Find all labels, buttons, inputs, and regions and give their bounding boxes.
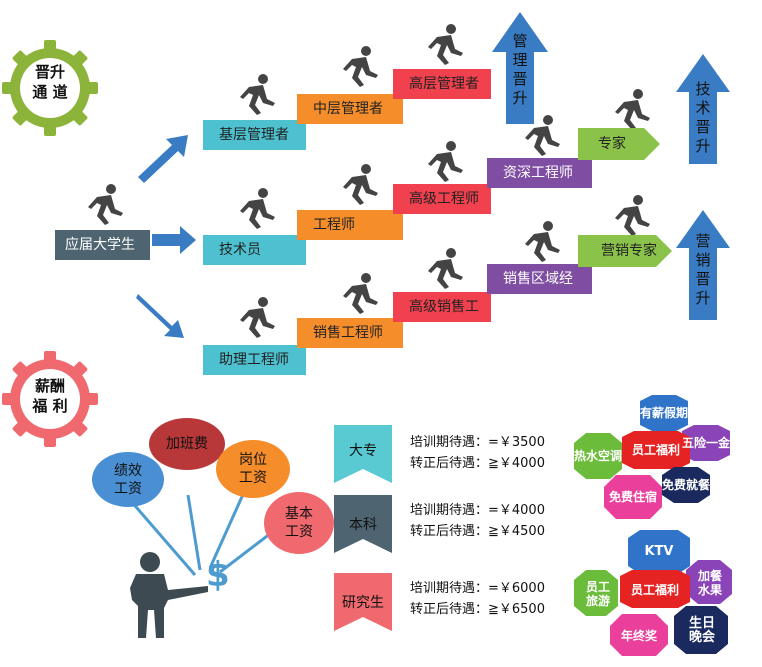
step-senior-sales: 高级销售工 <box>393 292 491 322</box>
step-expert: 专家 <box>598 136 626 152</box>
tech-promotion-label: 技 术 晋 升 <box>692 80 714 156</box>
salary-regular: 转正后待遇：≧￥4000 <box>410 456 545 471</box>
step-middle-manager: 中层管理者 <box>297 94 403 124</box>
sales-arrow-char: 升 <box>695 289 711 307</box>
salary-bachelor: 培训期待遇：=￥4000 转正后待遇：≧￥4500 <box>410 500 545 542</box>
runner-icon <box>615 195 650 236</box>
welfare-free-housing: 免费住宿 <box>608 490 657 504</box>
promotion-gear-icon <box>2 40 98 136</box>
salary-training: 培训期待遇：=￥6000 <box>410 581 545 596</box>
mgmt-arrow-char: 升 <box>512 89 528 107</box>
runner-icon <box>428 248 463 289</box>
step-senior-engineer: 高级工程师 <box>393 184 491 214</box>
benefits-gear-icon <box>2 351 98 447</box>
runner-icon <box>525 221 560 262</box>
runner-icon <box>343 164 378 205</box>
salary-training: 培训期待遇：=￥4000 <box>410 503 545 518</box>
step-regional-sales-manager: 销售区域经 <box>487 264 592 294</box>
tech-promotion-arrow-icon <box>676 54 730 164</box>
branch-arrow-up-icon <box>138 135 188 183</box>
welfare-insurance: 五险一金 <box>682 436 731 450</box>
welfare-staff-travel: 员工 旅游 <box>585 580 610 608</box>
benefits-title-line1: 薪酬 <box>34 377 65 395</box>
sales-arrow-char: 销 <box>695 251 711 269</box>
salary-regular: 转正后待遇：≧￥4500 <box>410 524 545 539</box>
welfare-year-end-bonus: 年终奖 <box>620 629 657 643</box>
mgmt-arrow-char: 管 <box>512 32 528 50</box>
runner-icon <box>343 46 378 87</box>
bubble-base-pay: 基本 工资 <box>264 492 334 554</box>
bubble-performance-pay: 绩效 工资 <box>92 452 164 507</box>
runner-icon <box>240 74 275 115</box>
step-technician: 技术员 <box>203 235 306 265</box>
welfare-paid-leave: 有薪假期 <box>640 406 689 420</box>
benefits-title-line2: 福 利 <box>32 397 68 415</box>
step-marketing-expert-shape <box>578 235 672 267</box>
runner-icon <box>428 24 463 65</box>
sales-arrow-char: 晋 <box>695 270 711 288</box>
sales-arrow-char: 营 <box>695 232 711 250</box>
step-principal-engineer: 资深工程师 <box>487 158 592 188</box>
welfare-center-1: 员工福利 <box>631 443 680 457</box>
welfare-birthday-party: 生日 晚会 <box>688 616 715 645</box>
level-banner-bachelor: 本科 <box>349 517 377 533</box>
tech-arrow-char: 技 <box>695 80 711 98</box>
bubble-position-pay: 岗位 工资 <box>216 440 290 498</box>
sales-promotion-arrow-icon <box>676 210 730 320</box>
runner-icon <box>343 273 378 314</box>
welfare-ktv: KTV <box>644 544 674 559</box>
level-banner-graduate: 研究生 <box>342 595 384 611</box>
welfare-center-2: 员工福利 <box>630 583 679 597</box>
tech-arrow-char: 晋 <box>695 118 711 136</box>
mgmt-promotion-label: 管 理 晋 升 <box>509 32 531 108</box>
runner-icon <box>428 141 463 182</box>
welfare-cluster-2-shapes <box>574 530 732 656</box>
bubble-overtime-pay: 加班费 <box>149 418 225 470</box>
mgmt-arrow-char: 晋 <box>512 70 528 88</box>
tech-arrow-char: 术 <box>695 99 711 117</box>
level-banner-graduate-shape <box>334 573 392 631</box>
runner-icon <box>525 115 560 156</box>
step-assistant-engineer: 助理工程师 <box>203 345 306 375</box>
level-banner-college-shape <box>334 425 392 483</box>
step-fresh-graduate: 应届大学生 <box>55 230 150 260</box>
svg-text:$: $ <box>206 555 230 595</box>
step-sales-engineer: 销售工程师 <box>297 318 403 348</box>
runner-icon <box>88 184 123 225</box>
branch-arrow-down-icon <box>136 294 184 338</box>
mgmt-promotion-arrow-icon <box>492 12 548 124</box>
step-marketing-expert: 营销专家 <box>601 243 657 259</box>
salary-graduate: 培训期待遇：=￥6000 转正后待遇：≧￥6500 <box>410 578 545 620</box>
welfare-free-meals: 免费就餐 <box>662 478 711 492</box>
tech-arrow-char: 升 <box>695 137 711 155</box>
branch-arrow-right-icon <box>152 226 196 254</box>
step-junior-manager: 基层管理者 <box>203 120 306 150</box>
welfare-hot-water-ac: 热水空调 <box>574 449 623 463</box>
salary-college: 培训期待遇：=￥3500 转正后待遇：≧￥4000 <box>410 432 545 474</box>
step-engineer: 工程师 <box>297 210 403 240</box>
welfare-cluster-1-shapes <box>574 395 730 519</box>
welfare-extra-meal-fruit: 加餐 水果 <box>697 569 722 597</box>
step-expert-shape <box>578 128 660 160</box>
runner-icon <box>240 188 275 229</box>
promotion-title-line2: 通 道 <box>32 83 68 101</box>
person-with-money-icon: $ <box>130 552 230 638</box>
salary-training: 培训期待遇：=￥3500 <box>410 435 545 450</box>
benefits-title: 薪酬 福 利 <box>24 376 76 416</box>
runner-icon <box>615 89 650 130</box>
salary-regular: 转正后待遇：≧￥6500 <box>410 602 545 617</box>
bubble-pointers <box>128 489 276 576</box>
promotion-title: 晋升 通 道 <box>24 62 76 102</box>
runner-icon <box>240 297 275 338</box>
mgmt-arrow-char: 理 <box>512 51 528 69</box>
step-senior-manager: 高层管理者 <box>393 69 491 99</box>
level-banner-college: 大专 <box>349 443 377 459</box>
level-banner-bachelor-shape <box>334 495 392 553</box>
sales-promotion-label: 营 销 晋 升 <box>692 232 714 308</box>
promotion-title-line1: 晋升 <box>34 63 65 81</box>
